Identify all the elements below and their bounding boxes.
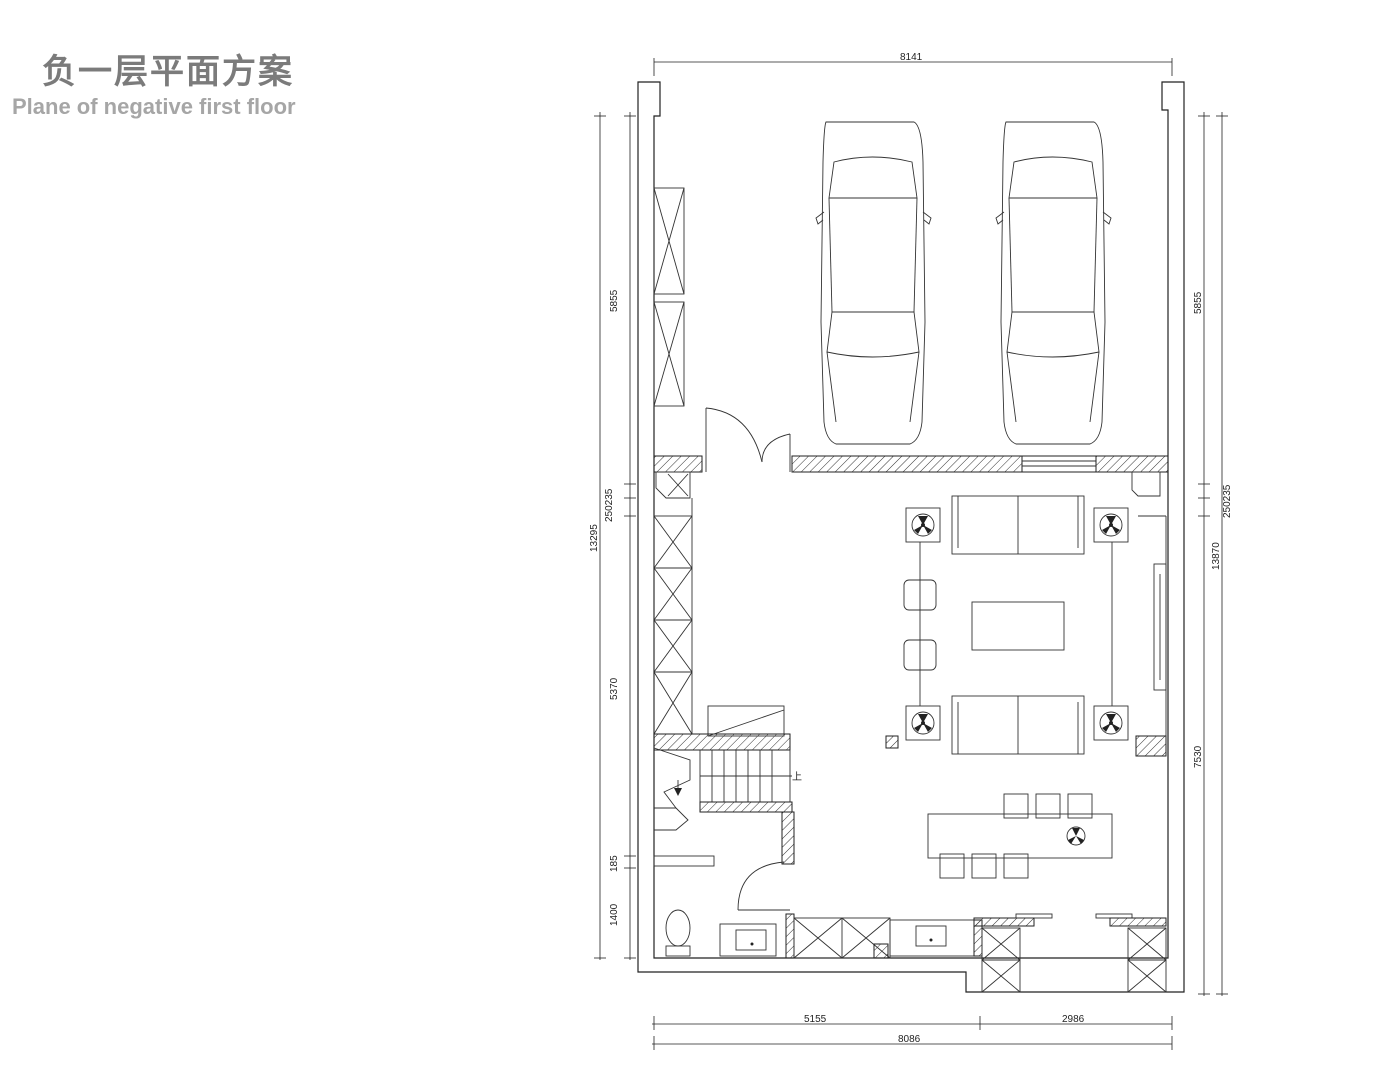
dim-left-total: 13295 [589,524,600,552]
car-right [995,121,1112,445]
garage-cabinets [653,187,685,407]
dimension-bottom: 5155 2986 8086 [652,1014,1173,1050]
dim-right-upper: 5855 [1193,291,1204,314]
stair-up-label: 上 [792,771,802,783]
bathroom [653,801,795,957]
dimension-top: 8141 [653,52,1173,76]
dimension-left-inner: 5855 250235 5370 185 1400 [604,112,636,960]
left-wardrobe [653,498,693,735]
dim-left-upper: 5855 [609,289,620,312]
outer-walls [637,81,1185,993]
interior-right-wall [1135,515,1167,757]
living-area [885,495,1129,755]
car-left [815,121,932,445]
page-subtitle: Plane of negative first floor [12,94,296,119]
bottom-cabinets [785,913,1167,993]
bar-counter [927,793,1113,879]
dim-right-total: 13870 [1211,542,1222,570]
dim-left-middle: 5370 [609,677,620,700]
dim-left-lower: 1400 [609,903,620,926]
dim-bottom-total: 8086 [898,1034,921,1045]
dim-left-wall: 250235 [604,488,615,522]
page-title: 负一层平面方案 [42,52,294,92]
dim-bottom-right: 2986 [1062,1014,1085,1025]
dim-top-label: 8141 [900,52,923,63]
dimension-right-outer: 250235 13870 [1211,112,1233,996]
garage-wall [653,455,1169,473]
dim-right-lower: 7530 [1193,745,1204,768]
dim-right-wall: 250235 [1222,484,1233,518]
dim-bottom-left: 5155 [804,1014,827,1025]
staircase: 上 [653,705,802,831]
corner-post [655,471,1161,499]
dim-left-small: 185 [609,855,620,872]
dimension-right-inner: 5855 7530 [1193,112,1210,996]
dimension-left-outer: 13295 [589,112,606,960]
garage-door [705,407,791,472]
